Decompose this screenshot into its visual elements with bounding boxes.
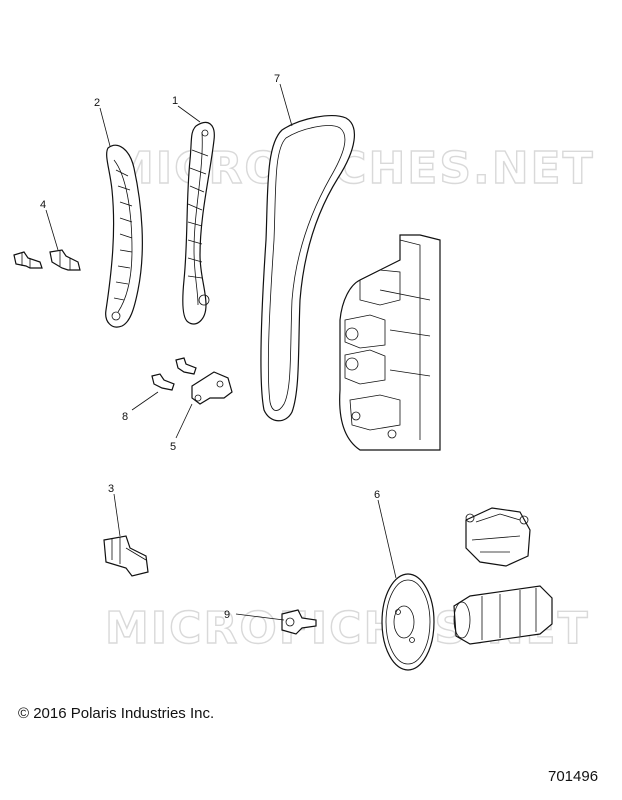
part-tensioner-guide bbox=[182, 121, 215, 325]
diagram-number: 701496 bbox=[548, 768, 599, 785]
callout-7: 7 bbox=[274, 73, 280, 85]
callout-9: 9 bbox=[224, 609, 230, 621]
watermark-top: MICROFICHES.NET bbox=[110, 143, 595, 194]
part-sprocket-bolt bbox=[281, 609, 317, 635]
leader-line-4 bbox=[45, 209, 59, 251]
callout-1: 1 bbox=[172, 95, 178, 107]
leader-line-3 bbox=[113, 493, 121, 537]
leader-line-7 bbox=[279, 83, 293, 127]
part-guide-bolts bbox=[13, 249, 81, 271]
part-bolts bbox=[151, 357, 197, 391]
leader-line-9 bbox=[235, 613, 285, 621]
part-camshaft bbox=[453, 585, 553, 645]
callout-6: 6 bbox=[374, 489, 380, 501]
part-rocker-assembly bbox=[465, 507, 531, 567]
part-engine-housing bbox=[339, 234, 441, 451]
copyright-text: © 2016 Polaris Industries Inc. bbox=[18, 705, 215, 722]
leader-line-8 bbox=[131, 391, 159, 411]
callout-8: 8 bbox=[122, 411, 128, 423]
part-chain-guide bbox=[105, 144, 143, 328]
leader-line-1 bbox=[177, 105, 201, 123]
part-timing-chain bbox=[260, 115, 355, 422]
callout-4: 4 bbox=[40, 199, 46, 211]
callout-3: 3 bbox=[108, 483, 114, 495]
callout-5: 5 bbox=[170, 441, 176, 453]
leader-line-6 bbox=[377, 499, 397, 579]
part-bracket bbox=[191, 371, 233, 405]
leader-line-5 bbox=[175, 403, 193, 439]
part-tensioner bbox=[103, 535, 149, 577]
callout-2: 2 bbox=[94, 97, 100, 109]
part-cam-sprocket bbox=[381, 573, 435, 671]
leader-line-2 bbox=[99, 107, 111, 147]
